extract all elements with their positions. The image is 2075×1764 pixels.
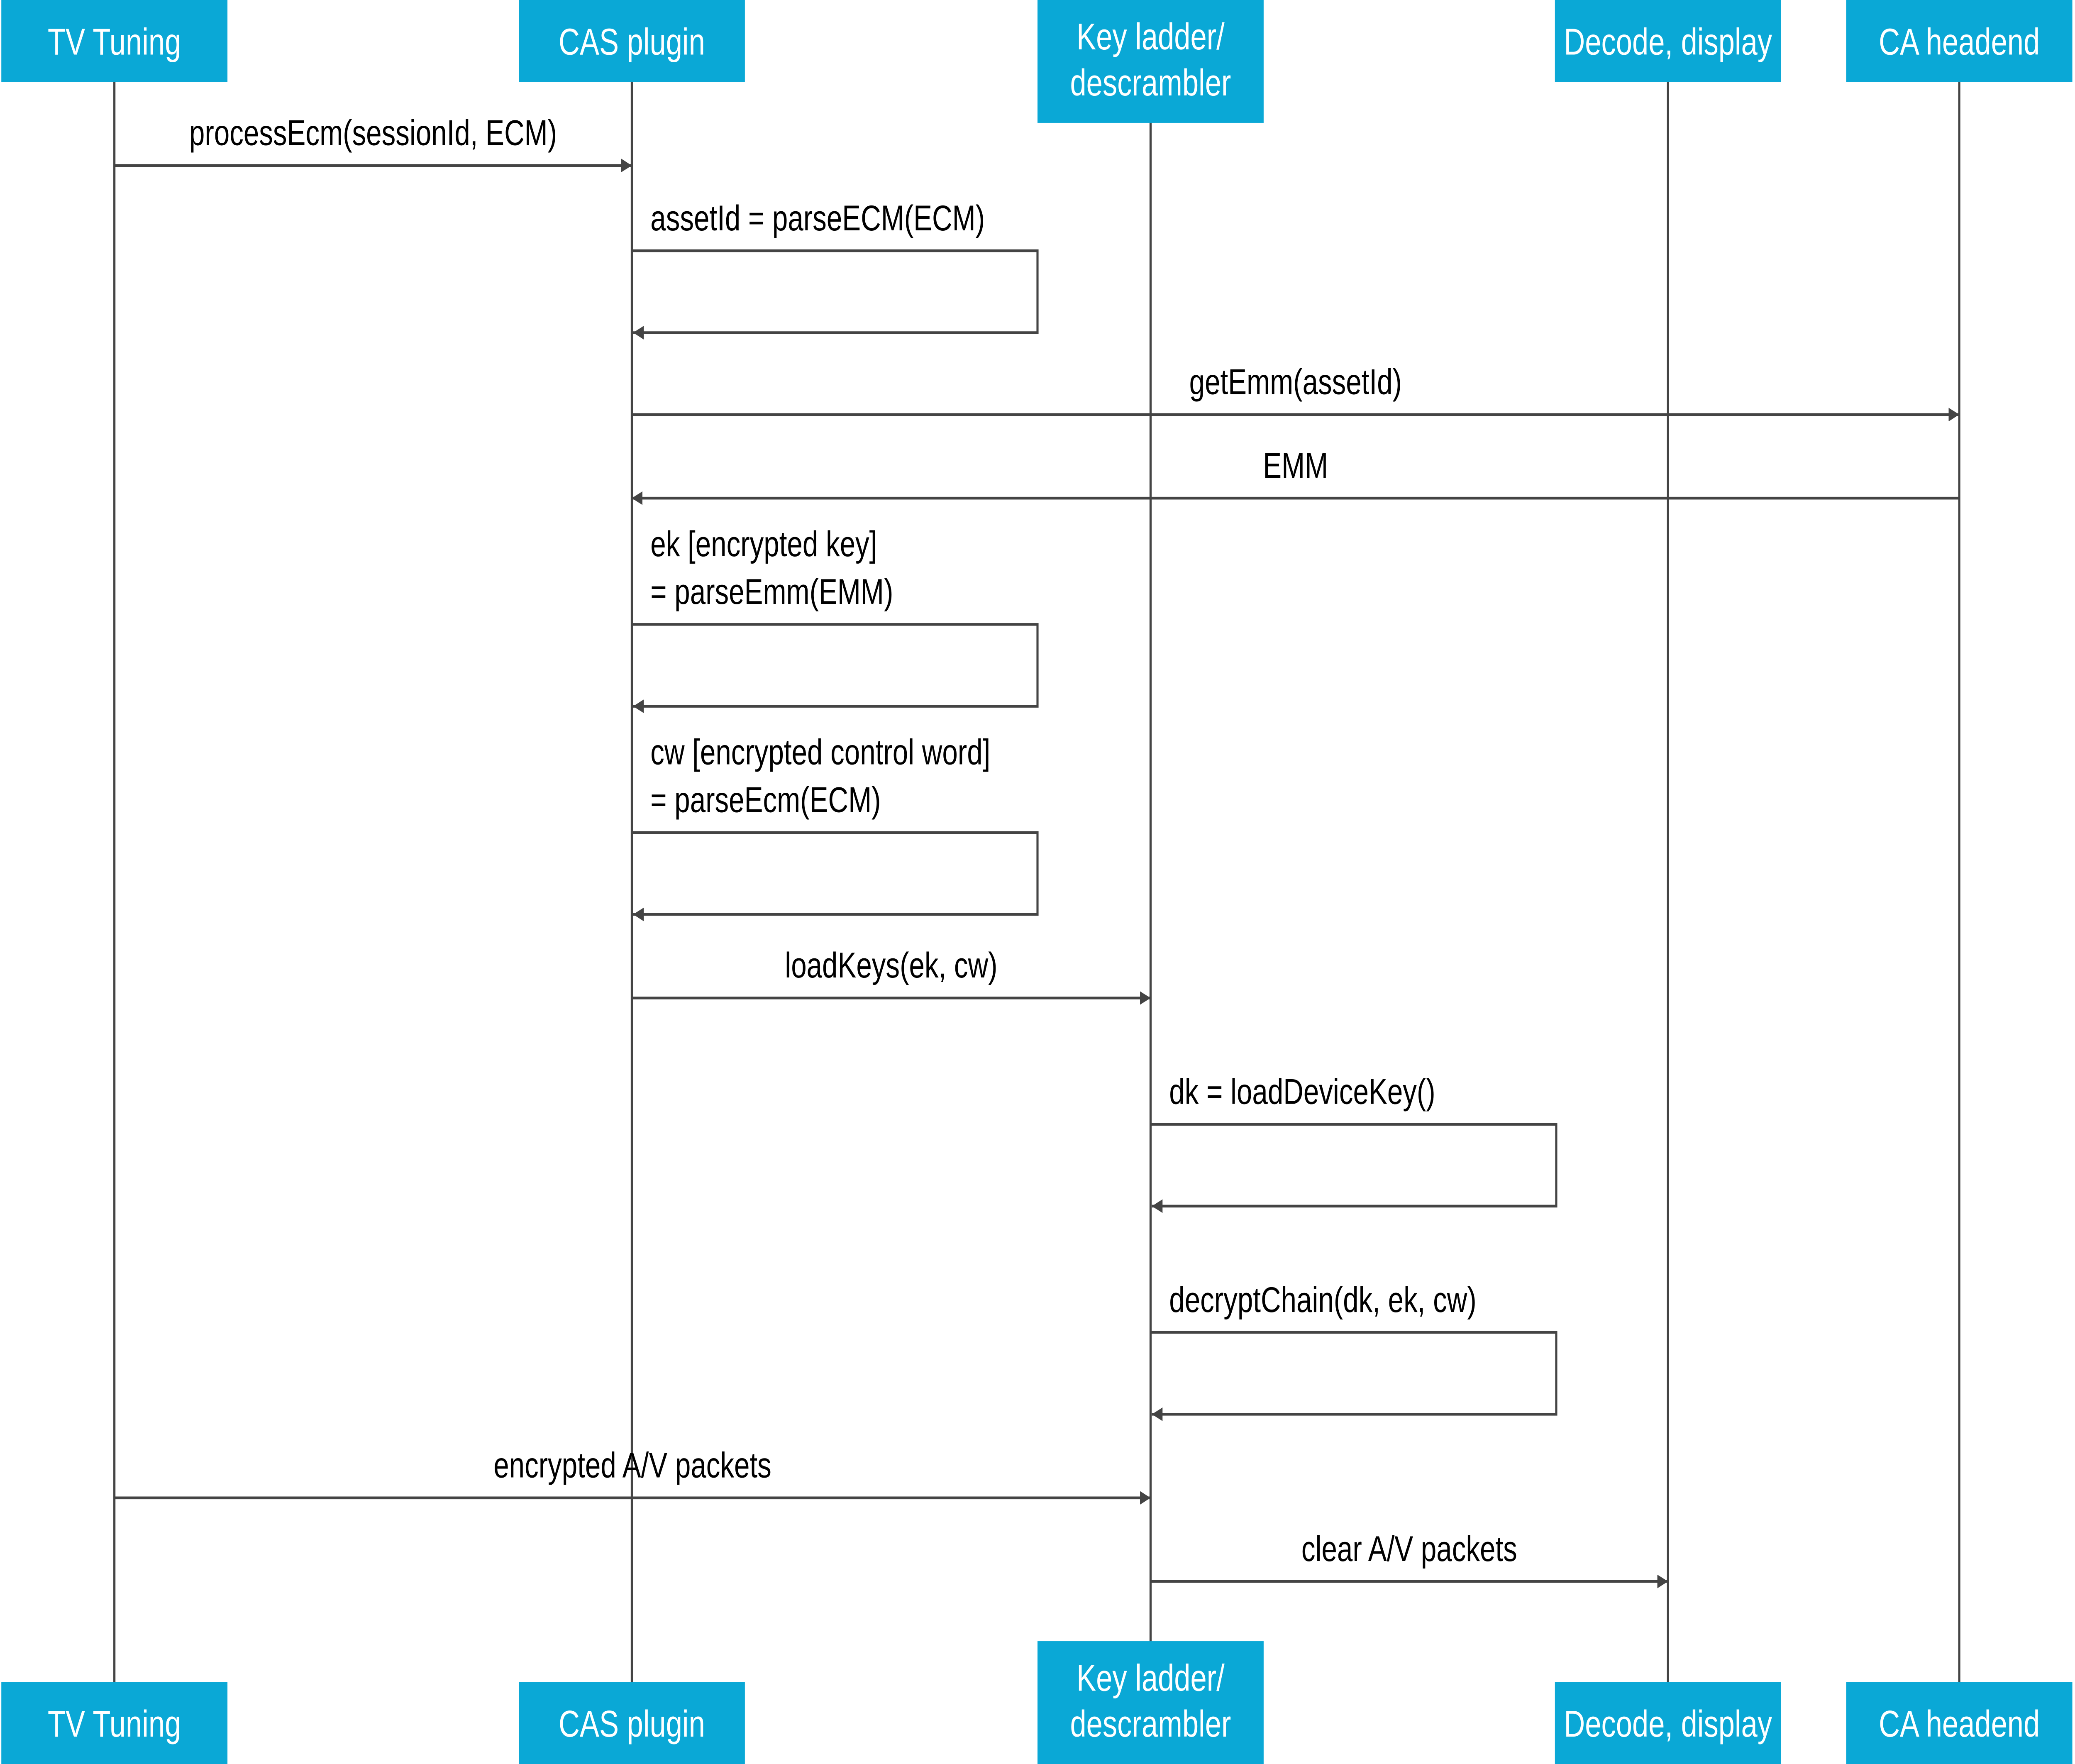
participant-box (1038, 0, 1264, 123)
message-label: loadKeys(ek, cw) (785, 946, 997, 985)
message-label: = parseEcm(ECM) (650, 780, 881, 820)
message-label: decryptChain(dk, ek, cw) (1169, 1280, 1476, 1320)
participant-box (1846, 0, 2073, 82)
participant-label: Key ladder/ (1077, 1657, 1225, 1699)
participant-box (1038, 1641, 1264, 1764)
participant-label: descrambler (1070, 1703, 1231, 1745)
message-5: cw [encrypted control word] = parseEcm(EC… (632, 732, 1039, 921)
participant-tv-bottom: TV Tuning (1, 1682, 228, 1764)
participant-kl-bottom: Key ladder/descrambler (1038, 1641, 1264, 1764)
message-8: decryptChain(dk, ek, cw) (1150, 1280, 1557, 1421)
message-9: encrypted A/V packets (114, 1446, 1151, 1505)
participant-label: CAS plugin (559, 1703, 705, 1745)
participant-kl-top: Key ladder/descrambler (1038, 0, 1264, 123)
message-4: ek [encrypted key] = parseEmm(EMM) (632, 524, 1039, 713)
participant-label: Decode, display (1564, 1703, 1772, 1745)
participant-box (519, 1682, 745, 1764)
participant-box (1555, 0, 1781, 82)
message-10: clear A/V packets (1150, 1529, 1668, 1588)
participant-tv-top: TV Tuning (1, 0, 228, 82)
self-call-arrow (1150, 1123, 1557, 1213)
participant-dd-top: Decode, display (1555, 0, 1781, 82)
self-call-arrow (632, 249, 1039, 340)
participant-label: CA headend (1879, 1703, 2040, 1745)
participant-label: descrambler (1070, 62, 1231, 104)
self-call-arrow (632, 623, 1039, 713)
participant-label: TV Tuning (48, 1703, 181, 1745)
message-label: cw [encrypted control word] (650, 732, 990, 772)
participant-label: Key ladder/ (1077, 16, 1225, 58)
participant-label: Decode, display (1564, 21, 1772, 63)
participant-ca-top: CA headend (1846, 0, 2073, 82)
message-label: getEmm(assetId) (1189, 362, 1402, 402)
message-label: = parseEmm(EMM) (650, 572, 893, 612)
self-call-arrow (632, 831, 1039, 921)
participant-box (1, 0, 228, 82)
participant-box (1555, 1682, 1781, 1764)
participant-dd-bottom: Decode, display (1555, 1682, 1781, 1764)
participant-box (1, 1682, 228, 1764)
message-label: EMM (1263, 446, 1328, 486)
participant-box (1846, 1682, 2073, 1764)
message-3: EMM (632, 446, 1960, 505)
participant-cas-top: CAS plugin (519, 0, 745, 82)
participant-box (519, 0, 745, 82)
participant-cas-bottom: CAS plugin (519, 1682, 745, 1764)
participant-label: CAS plugin (559, 21, 705, 63)
message-1: assetId = parseECM(ECM) (632, 198, 1039, 340)
message-label: assetId = parseECM(ECM) (650, 198, 985, 238)
message-label: processEcm(sessionId, ECM) (189, 113, 557, 153)
message-label: encrypted A/V packets (493, 1446, 771, 1485)
message-0: processEcm(sessionId, ECM) (114, 113, 632, 173)
message-label: dk = loadDeviceKey() (1169, 1072, 1435, 1112)
message-7: dk = loadDeviceKey() (1150, 1072, 1557, 1213)
participant-label: TV Tuning (48, 21, 181, 63)
participant-ca-bottom: CA headend (1846, 1682, 2073, 1764)
message-6: loadKeys(ek, cw) (632, 946, 1151, 1005)
participant-label: CA headend (1879, 21, 2040, 63)
message-label: clear A/V packets (1301, 1529, 1517, 1569)
message-2: getEmm(assetId) (632, 362, 1960, 422)
message-label: ek [encrypted key] (650, 524, 877, 564)
self-call-arrow (1150, 1331, 1557, 1421)
